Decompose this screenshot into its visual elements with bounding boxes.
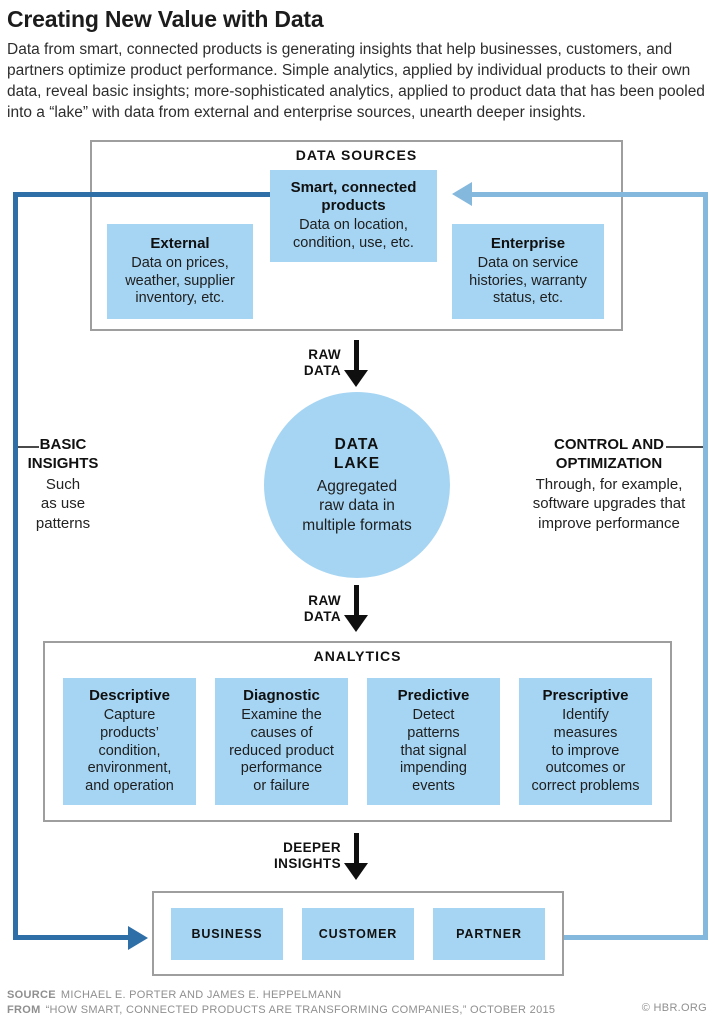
arrow-shaft bbox=[353, 585, 359, 615]
footer-from-line: FROM “HOW SMART, CONNECTED PRODUCTS ARE T… bbox=[7, 1003, 555, 1017]
analytics-box-predictive: Predictive Detect patterns that signal i… bbox=[367, 678, 500, 805]
smart-connected-products-title: Smart, connected products bbox=[290, 179, 417, 215]
control-path-top-segment bbox=[472, 192, 708, 197]
basic-insights-path-vertical-segment bbox=[13, 192, 18, 940]
data-lake-body: Aggregated raw data in multiple formats bbox=[302, 477, 412, 534]
external-body: Data on prices, weather, supplier invent… bbox=[125, 254, 235, 307]
partner-box: PARTNER bbox=[433, 907, 545, 960]
arrow-head bbox=[344, 370, 368, 387]
enterprise-body: Data on service histories, warranty stat… bbox=[469, 254, 587, 307]
control-optimization-label-block: CONTROL AND OPTIMIZATION Through, for ex… bbox=[520, 436, 698, 533]
control-path-bottom-segment bbox=[564, 935, 708, 940]
data-lake-title: DATA LAKE bbox=[333, 436, 381, 473]
descriptive-title: Descriptive bbox=[89, 687, 170, 705]
analytics-box-prescriptive: Prescriptive Identify measures to improv… bbox=[519, 678, 652, 805]
beneficiaries-group-box: BUSINESS CUSTOMER PARTNER bbox=[152, 891, 564, 976]
control-optimization-body: Through, for example, software upgrades … bbox=[532, 475, 686, 532]
external-box: External Data on prices, weather, suppli… bbox=[107, 224, 253, 319]
enterprise-title: Enterprise bbox=[490, 234, 566, 252]
from-label: FROM bbox=[7, 1004, 41, 1017]
control-connector-line bbox=[666, 446, 703, 448]
arrow-shaft bbox=[353, 833, 359, 863]
smart-connected-products-box: Smart, connected products Data on locati… bbox=[270, 170, 437, 262]
hbr-credit: © HBR.ORG bbox=[641, 1002, 707, 1014]
diagnostic-body: Examine the causes of reduced product pe… bbox=[229, 707, 334, 795]
raw-data-label-2: RAW DATA bbox=[303, 593, 341, 625]
smart-connected-products-body: Data on location, condition, use, etc. bbox=[293, 217, 414, 251]
from-text: “HOW SMART, CONNECTED PRODUCTS ARE TRANS… bbox=[45, 1004, 556, 1017]
predictive-body: Detect patterns that signal impending ev… bbox=[400, 707, 467, 795]
basic-insights-body: Such as use patterns bbox=[35, 475, 91, 532]
beneficiaries-row: BUSINESS CUSTOMER PARTNER bbox=[154, 893, 562, 974]
arrow-shaft bbox=[353, 340, 359, 370]
basic-insights-title: BASIC INSIGHTS bbox=[27, 436, 99, 472]
control-path-vertical-segment bbox=[703, 192, 708, 940]
external-title: External bbox=[150, 234, 210, 252]
customer-box: CUSTOMER bbox=[302, 907, 414, 960]
intro-paragraph: Data from smart, connected products is g… bbox=[7, 41, 705, 122]
raw-data-down-arrow-icon-1 bbox=[344, 340, 368, 387]
basic-insights-path-top-segment bbox=[13, 192, 270, 197]
analytics-row: Descriptive Capture products’ condition,… bbox=[45, 678, 670, 805]
diagnostic-title: Diagnostic bbox=[243, 687, 320, 705]
basic-insights-connector-line bbox=[18, 446, 39, 448]
analytics-label: ANALYTICS bbox=[313, 648, 402, 664]
source-label: SOURCE bbox=[7, 989, 56, 1001]
analytics-group-box: ANALYTICS Descriptive Capture products’ … bbox=[43, 641, 672, 822]
basic-insights-path-bottom-segment bbox=[13, 935, 128, 940]
raw-data-label-1: RAW DATA bbox=[303, 347, 341, 379]
footer-source-line: SOURCE MICHAEL E. PORTER AND JAMES E. HEP… bbox=[7, 988, 555, 1002]
descriptive-body: Capture products’ condition, environment… bbox=[85, 707, 174, 795]
analytics-box-diagnostic: Diagnostic Examine the causes of reduced… bbox=[215, 678, 348, 805]
control-arrowhead-icon bbox=[452, 182, 472, 206]
enterprise-box: Enterprise Data on service histories, wa… bbox=[452, 224, 604, 319]
basic-insights-arrowhead-icon bbox=[128, 926, 148, 950]
deeper-insights-label: DEEPER INSIGHTS bbox=[274, 840, 341, 872]
data-sources-label: DATA SOURCES bbox=[295, 147, 418, 163]
footer: SOURCE MICHAEL E. PORTER AND JAMES E. HEP… bbox=[7, 988, 555, 1019]
raw-data-down-arrow-icon-2 bbox=[344, 585, 368, 632]
analytics-box-descriptive: Descriptive Capture products’ condition,… bbox=[63, 678, 196, 805]
deeper-insights-down-arrow-icon bbox=[344, 833, 368, 880]
predictive-title: Predictive bbox=[397, 687, 470, 705]
data-sources-group-box: DATA SOURCES bbox=[90, 140, 623, 331]
data-lake-circle: DATA LAKE Aggregated raw data in multipl… bbox=[264, 392, 450, 578]
arrow-head bbox=[344, 615, 368, 632]
arrow-head bbox=[344, 863, 368, 880]
prescriptive-title: Prescriptive bbox=[542, 687, 629, 705]
control-optimization-title: CONTROL AND OPTIMIZATION bbox=[554, 436, 664, 472]
business-box: BUSINESS bbox=[171, 907, 283, 960]
page-title: Creating New Value with Data bbox=[7, 6, 324, 32]
source-text: MICHAEL E. PORTER AND JAMES E. HEPPELMAN… bbox=[60, 989, 342, 1001]
prescriptive-body: Identify measures to improve outcomes or… bbox=[531, 707, 640, 795]
basic-insights-label-block: BASIC INSIGHTS Such as use patterns bbox=[18, 436, 108, 533]
